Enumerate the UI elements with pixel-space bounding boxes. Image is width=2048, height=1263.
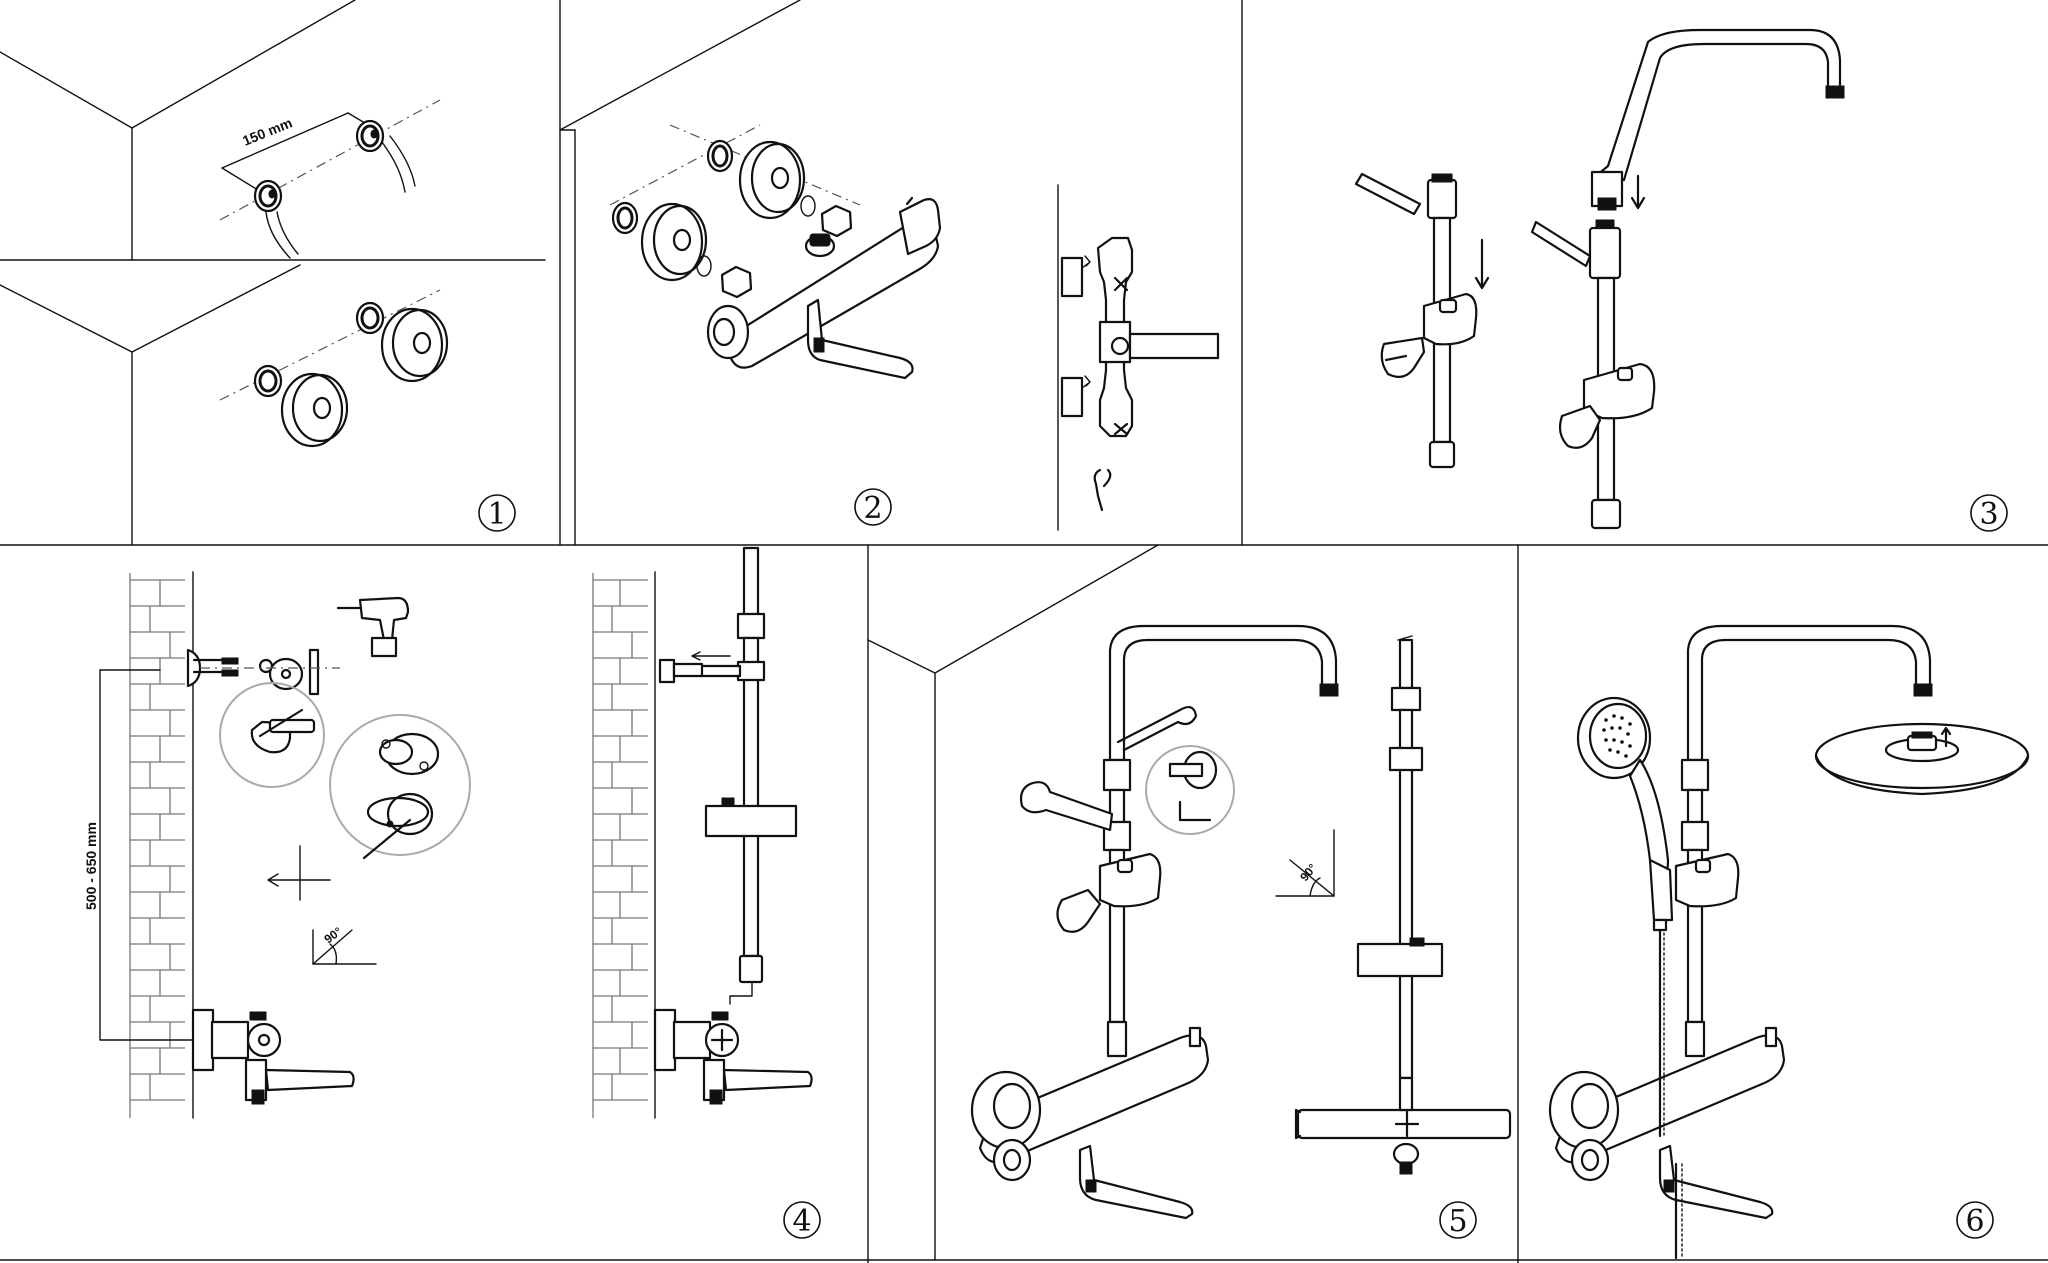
step-5-number: 5 [1448, 1204, 1467, 1239]
detail-circle-hexkey [1145, 745, 1235, 835]
wrench-icon-step5 [1116, 706, 1198, 752]
side-view-mixer [1057, 184, 1220, 531]
step-4-badge [783, 1201, 821, 1239]
step-1-badge [478, 494, 516, 532]
rosette-left [640, 202, 708, 282]
shower-column-assembled [970, 624, 1339, 1220]
brick-wall-right [592, 571, 656, 1119]
step-5-badge [1439, 1201, 1477, 1239]
step-2-number: 2 [863, 491, 882, 526]
step-6-panel: 6 [1548, 624, 2030, 1260]
eccentric-fitting-left [253, 179, 283, 213]
wall-bracket-parts [186, 648, 340, 696]
cover-rosette-left [280, 372, 349, 448]
brick-wall-left [129, 571, 194, 1119]
spacing-dimension-label: 150 mm [240, 114, 294, 148]
hand-shower [1576, 696, 1674, 932]
step-4-number: 4 [792, 1204, 811, 1239]
step-6-badge [1956, 1201, 1994, 1239]
step-1-number: 1 [487, 497, 506, 532]
shower-rail-right [1530, 28, 1845, 530]
drill-icon [336, 596, 410, 658]
rosette-right [738, 140, 806, 220]
angle-label-step4: 90° [322, 924, 345, 946]
thermostatic-mixer [706, 196, 942, 380]
step-3-number: 3 [1979, 497, 1998, 532]
cover-rosette-right [380, 307, 449, 383]
overhead-shower-head [1814, 722, 2030, 796]
wrench-icon [1093, 468, 1112, 512]
step-2-badge [854, 488, 892, 526]
mixer-side-view-b [653, 1008, 813, 1105]
step-2-panel: 2 [559, 0, 1220, 546]
eccentric-fitting-right [355, 119, 385, 153]
shower-rail-side-view [1294, 635, 1512, 1175]
detail-circle-bracket [219, 682, 325, 788]
mixer-side-view-a [191, 1008, 355, 1105]
step-6-number: 6 [1965, 1204, 1984, 1239]
step-4-panel: 90° 500 - 650 mm [83, 546, 821, 1239]
step-3-panel: 3 [1354, 28, 2008, 532]
step-5-panel: 90° 5 [867, 544, 1512, 1261]
shower-rail-left [1354, 172, 1490, 469]
step-1-panel: 150 mm [0, 0, 546, 546]
step-3-badge [1970, 494, 2008, 532]
shower-column-complete [1548, 624, 1933, 1260]
height-dimension-label: 500 - 650 mm [83, 822, 99, 910]
detail-circle-rosette [329, 714, 471, 856]
shower-rail-front-view [658, 546, 798, 1005]
